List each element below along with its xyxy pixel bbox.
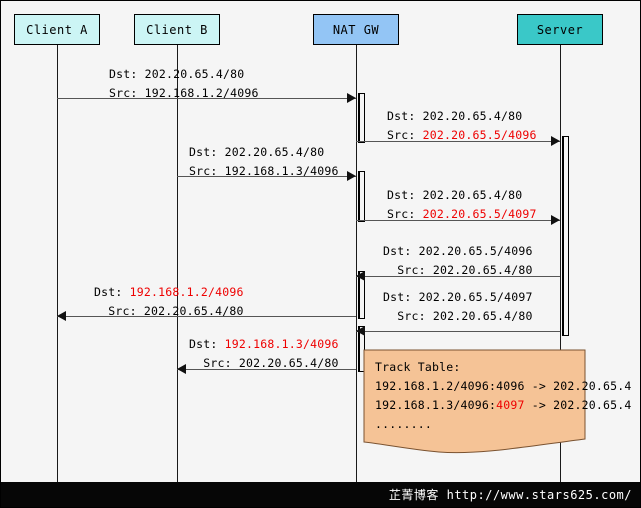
note-plain-text: Track Table: bbox=[375, 360, 461, 374]
activation-bar-act-server-1 bbox=[562, 136, 569, 336]
message-line-msg-2 bbox=[356, 141, 560, 142]
dst-prefix: Dst: bbox=[189, 337, 225, 351]
watermark-text: 芷菁博客 http://www.stars625.com/ bbox=[388, 488, 632, 502]
message-src-line: Src: 202.20.65.5/4097 bbox=[387, 205, 537, 224]
activation-bar-act-nat-2 bbox=[358, 171, 365, 222]
arrow-head-left-icon bbox=[356, 326, 365, 336]
note-line: 192.168.1.2/4096:4096 -> 202.20.65.4 bbox=[375, 377, 631, 396]
message-src-line: Src: 202.20.65.4/80 bbox=[203, 356, 339, 370]
note-line: Track Table: bbox=[375, 358, 631, 377]
message-dst-line: Dst: 192.168.1.3/4096 bbox=[189, 335, 339, 354]
dst-value: 192.168.1.3/4096 bbox=[224, 337, 339, 351]
arrow-head-left-icon bbox=[177, 364, 186, 374]
participant-label: NAT GW bbox=[332, 22, 380, 37]
message-line-msg-7 bbox=[356, 331, 560, 332]
note-shape bbox=[363, 349, 586, 454]
src-prefix: Src: bbox=[397, 263, 433, 277]
note-plain-text: 192.168.1.3/4096: bbox=[375, 398, 497, 412]
message-line-msg-6 bbox=[57, 316, 356, 317]
lifeline-server bbox=[560, 45, 561, 484]
message-src-line: Src: 202.20.65.4/80 bbox=[383, 261, 533, 280]
message-dst-line: Dst: 202.20.65.4/80 bbox=[189, 145, 325, 159]
src-value: 202.20.65.5/4097 bbox=[422, 207, 537, 221]
participant-label: Client B bbox=[146, 22, 208, 37]
message-dst-line: Dst: 202.20.65.4/80 bbox=[387, 188, 523, 202]
track-table-note: Track Table: 192.168.1.2/4096:4096 -> 202… bbox=[363, 349, 631, 456]
note-highlight-value: 4097 bbox=[496, 398, 525, 412]
arrow-head-right-icon bbox=[347, 93, 356, 103]
dst-prefix: Dst: bbox=[94, 285, 130, 299]
src-value: 192.168.1.3/4096 bbox=[224, 164, 339, 178]
message-dst-line: Dst: 202.20.65.5/4096 bbox=[383, 244, 533, 258]
participant-box-nat-gw[interactable]: NAT GW bbox=[313, 14, 399, 45]
message-src-line: Src: 202.20.65.4/80 bbox=[383, 307, 533, 326]
lifeline-client-a bbox=[57, 45, 58, 484]
participant-box-client-b[interactable]: Client B bbox=[134, 14, 220, 45]
lifeline-client-b bbox=[177, 45, 178, 484]
message-line-msg-4 bbox=[356, 220, 560, 221]
activation-bar-act-nat-1 bbox=[358, 93, 365, 143]
message-src-line: Src: 192.168.1.2/4096 bbox=[109, 84, 259, 103]
arrow-head-right-icon bbox=[551, 136, 560, 146]
participant-box-server[interactable]: Server bbox=[517, 14, 603, 45]
note-line: 192.168.1.3/4096:4097 -> 202.20.65.4 bbox=[375, 396, 631, 415]
src-prefix: Src: bbox=[397, 309, 433, 323]
message-line-msg-3 bbox=[177, 176, 356, 177]
arrow-head-left-icon bbox=[57, 311, 66, 321]
note-plain-text: ........ bbox=[375, 417, 432, 431]
note-text: Track Table: 192.168.1.2/4096:4096 -> 202… bbox=[375, 358, 631, 434]
note-line: ........ bbox=[375, 415, 631, 434]
message-src-line: Src: 192.168.1.3/4096 bbox=[189, 162, 339, 181]
src-prefix: Src: bbox=[387, 207, 423, 221]
participant-label: Client A bbox=[26, 22, 88, 37]
arrow-head-right-icon bbox=[551, 215, 560, 225]
note-plain-text: -> 202.20.65.4 bbox=[524, 398, 632, 412]
message-line-msg-8 bbox=[177, 369, 356, 370]
arrow-head-right-icon bbox=[347, 171, 356, 181]
src-value: 202.20.65.5/4096 bbox=[422, 128, 537, 142]
dst-value: 192.168.1.2/4096 bbox=[129, 285, 244, 299]
message-dst-line: Dst: 202.20.65.5/4097 bbox=[383, 290, 533, 304]
message-line-msg-5 bbox=[356, 276, 560, 277]
message-line-msg-1 bbox=[57, 98, 356, 99]
message-src-line: Src: 202.20.65.5/4096 bbox=[387, 126, 537, 145]
src-value: 202.20.65.4/80 bbox=[432, 309, 533, 323]
src-prefix: Src: bbox=[189, 164, 225, 178]
participant-label: Server bbox=[536, 22, 584, 37]
message-src-line: Src: 202.20.65.4/80 bbox=[108, 304, 244, 318]
src-prefix: Src: bbox=[109, 86, 145, 100]
src-value: 202.20.65.4/80 bbox=[432, 263, 533, 277]
message-dst-line: Dst: 192.168.1.2/4096 bbox=[94, 283, 244, 302]
message-dst-line: Dst: 202.20.65.4/80 bbox=[387, 109, 523, 123]
src-value: 192.168.1.2/4096 bbox=[144, 86, 259, 100]
participant-box-client-a[interactable]: Client A bbox=[14, 14, 100, 45]
note-plain-text: 192.168.1.2/4096:4096 -> 202.20.65.4 bbox=[375, 379, 632, 393]
lifeline-nat-gw bbox=[356, 45, 357, 484]
watermark-bar: 芷菁博客 http://www.stars625.com/ bbox=[1, 482, 640, 507]
src-prefix: Src: bbox=[387, 128, 423, 142]
message-dst-line: Dst: 202.20.65.4/80 bbox=[109, 67, 245, 81]
arrow-head-left-icon bbox=[356, 271, 365, 281]
